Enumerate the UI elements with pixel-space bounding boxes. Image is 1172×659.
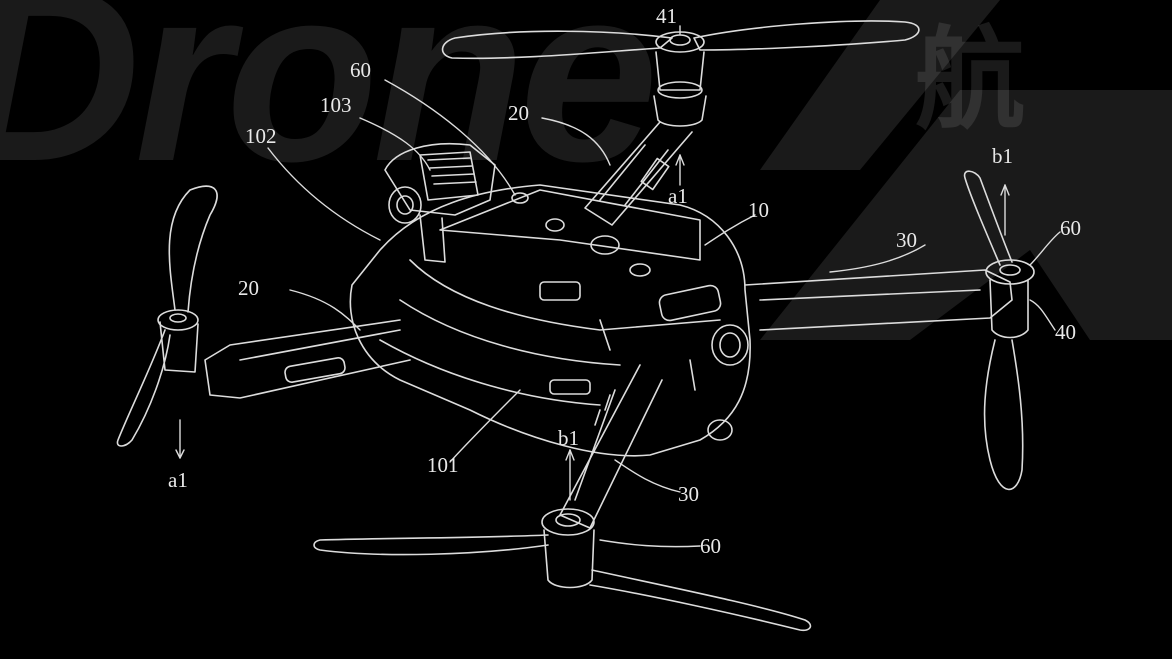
ref-30-right: 30 [896, 228, 917, 252]
ref-30-bottom: 30 [678, 482, 699, 506]
watermark-text: Drone [0, 0, 658, 213]
gimbal-camera [384, 142, 496, 263]
arm-left-front [116, 185, 411, 447]
ref-b1-bottom: b1 [558, 426, 579, 450]
ref-a1-top: a1 [668, 184, 688, 208]
ref-102: 102 [245, 124, 277, 148]
ref-20-left: 20 [238, 276, 259, 300]
ref-a1-left: a1 [168, 468, 188, 492]
arm-top-rear [584, 51, 707, 226]
watermark-cjk: 航 [915, 19, 1025, 142]
ref-41: 41 [656, 4, 677, 28]
ref-60-right: 60 [1060, 216, 1081, 240]
ref-103: 103 [320, 93, 352, 117]
ref-10: 10 [748, 198, 769, 222]
arm-right-rear [744, 170, 1035, 491]
arm-front-right [313, 364, 812, 632]
ref-b1-right: b1 [992, 144, 1013, 168]
ref-101: 101 [427, 453, 459, 477]
ref-40: 40 [1055, 320, 1076, 344]
ref-60-bottom: 60 [700, 534, 721, 558]
ref-60-top: 60 [350, 58, 371, 82]
ref-20-top: 20 [508, 101, 529, 125]
body [349, 184, 751, 457]
leader-lines [175, 25, 1061, 548]
propeller-top [441, 20, 920, 60]
